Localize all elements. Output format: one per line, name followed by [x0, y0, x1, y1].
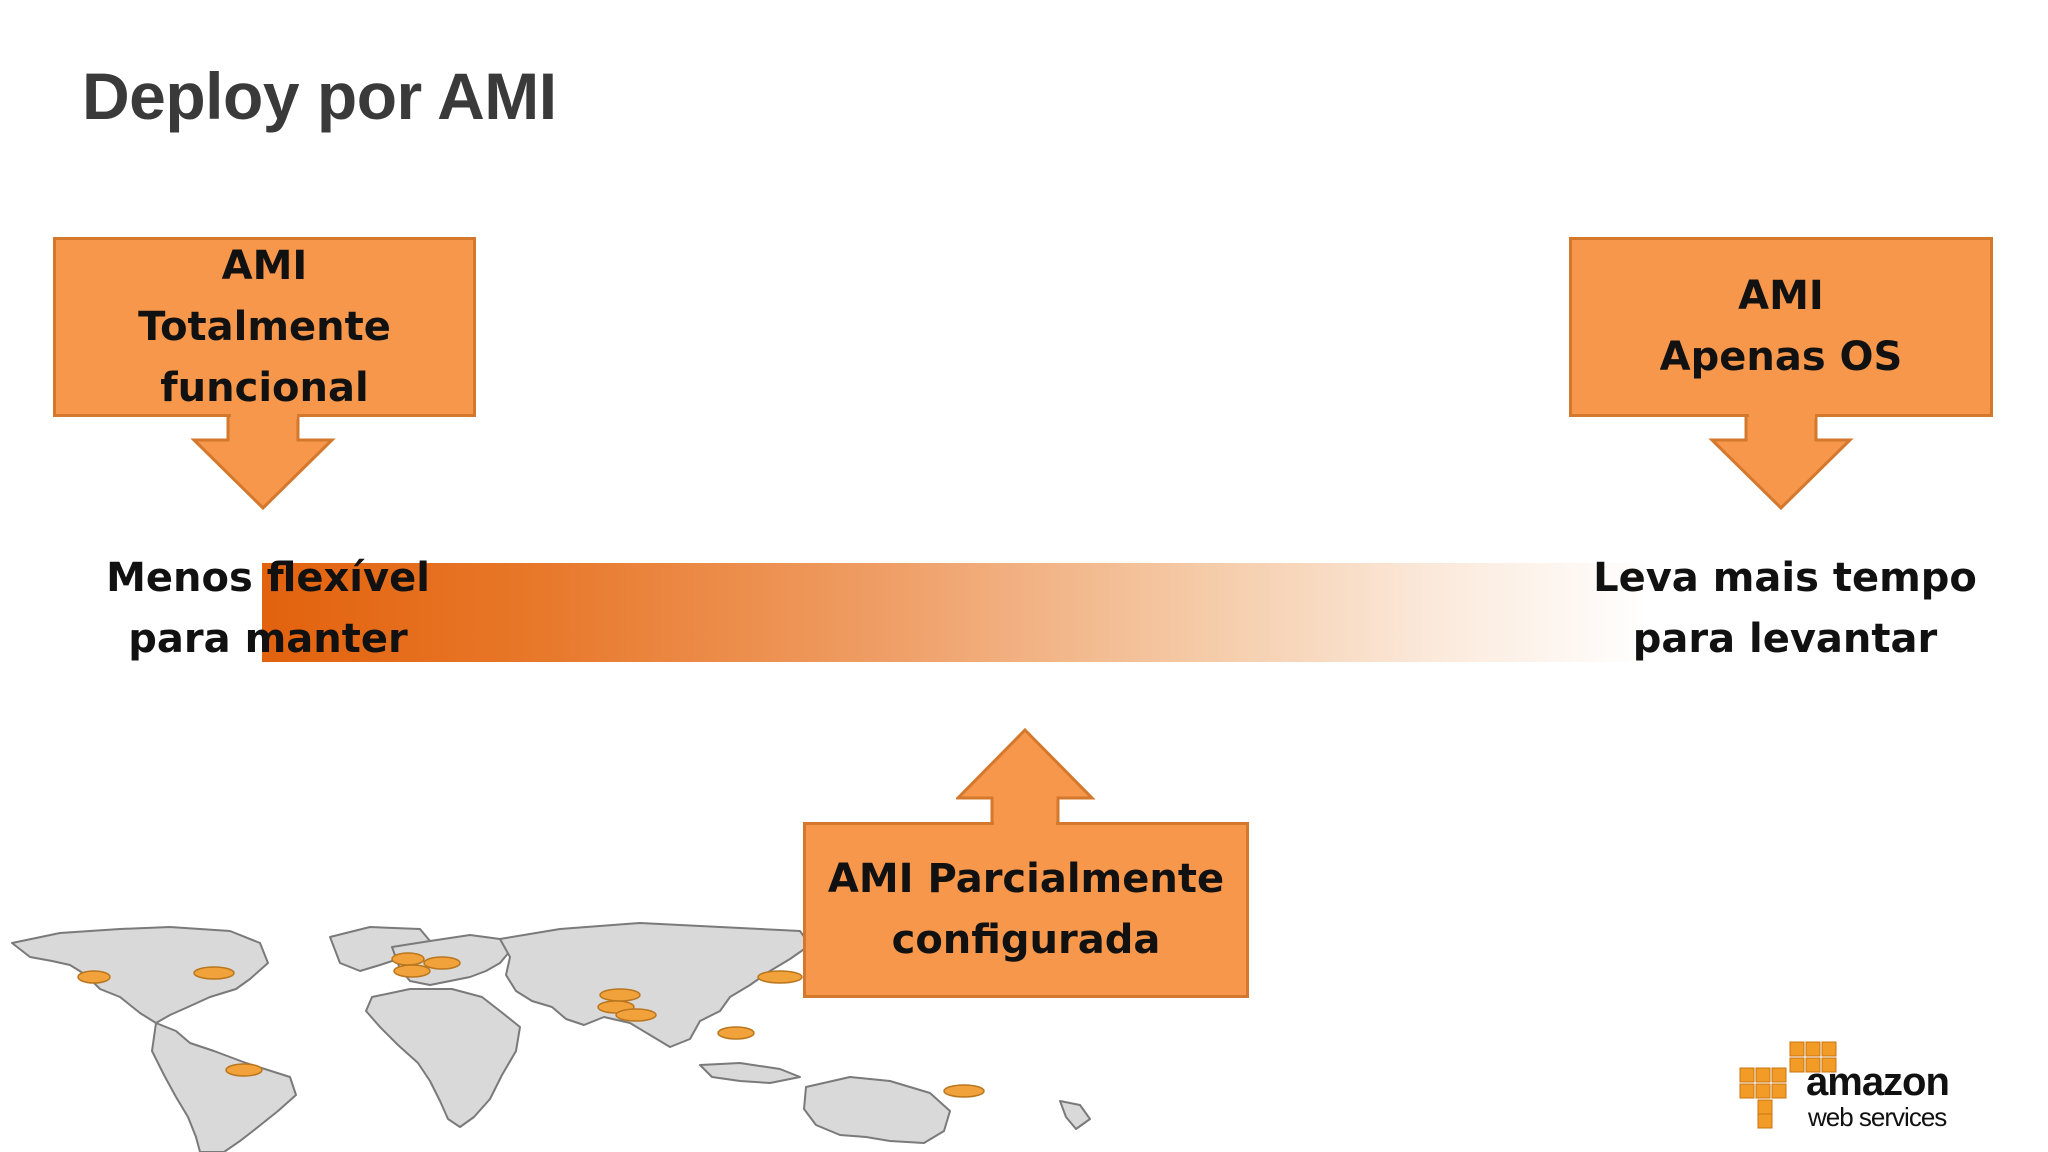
arrow-joint	[994, 817, 1056, 827]
bottom-callout-arrow	[956, 728, 1096, 830]
callout-line: Apenas OS	[1659, 334, 1903, 380]
world-map-icon	[11, 922, 1091, 1152]
scale-right-line: Leva mais tempo	[1593, 555, 1977, 601]
callout-ami-totalmente-funcional: AMI Totalmente funcional	[53, 237, 476, 417]
scale-left-line: para manter	[128, 616, 408, 662]
callout-ami-parcialmente-configurada: AMI Parcialmente configurada	[803, 822, 1249, 998]
callout-line: AMI	[221, 242, 308, 289]
callout-line: AMI	[1738, 273, 1824, 319]
aws-logo-sub: web services	[1808, 1102, 1947, 1132]
right-callout-arrow	[1708, 410, 1854, 511]
arrow-joint	[231, 411, 297, 419]
callout-line: funcional	[160, 364, 369, 411]
arrow-joint	[1749, 411, 1815, 419]
callout-line: AMI Parcialmente	[827, 856, 1225, 902]
scale-right-label: Leva mais tempo para levantar	[1590, 548, 1980, 670]
callout-line: Totalmente	[138, 303, 391, 350]
scale-left-label: Menos flexível para manter	[98, 548, 438, 670]
callout-ami-apenas-os: AMI Apenas OS	[1569, 237, 1993, 417]
aws-cubes-icon	[1739, 1041, 1837, 1129]
scale-left-line: Menos flexível	[106, 555, 430, 601]
flexibility-gradient-bar	[262, 563, 1650, 662]
aws-logo: amazon web services	[1738, 1040, 1968, 1132]
aws-logo-brand: amazon	[1806, 1060, 1950, 1104]
left-callout-arrow	[190, 410, 336, 511]
slide-title: Deploy por AMI	[82, 59, 557, 133]
callout-line: configurada	[891, 917, 1161, 963]
scale-right-line: para levantar	[1632, 616, 1938, 662]
